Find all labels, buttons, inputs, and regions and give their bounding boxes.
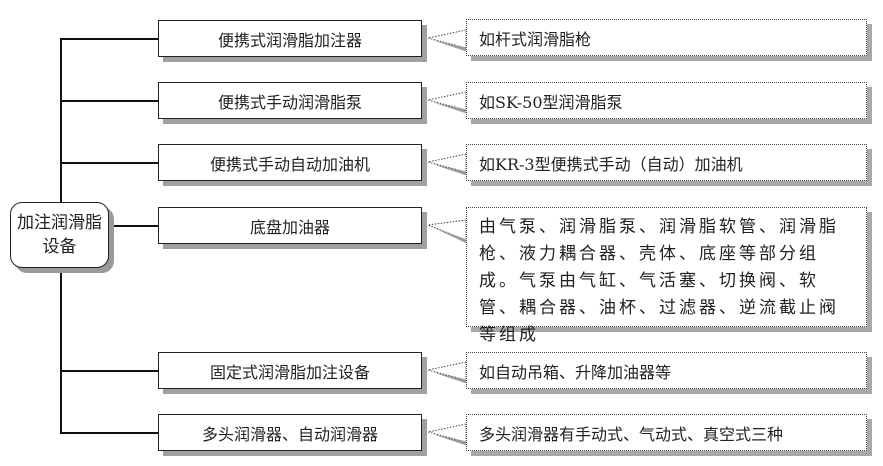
callout-note: 由气泵、润滑脂泵、润滑脂软管、润滑脂枪、液力耦合器、壳体、底座等部分组成。气泵由… [466, 207, 867, 345]
branch-label: 便携式手动润滑脂泵 [217, 92, 362, 112]
branch-connector [60, 100, 158, 102]
callout-note: 如杆式润滑脂枪 [466, 19, 867, 56]
branch-connector [109, 225, 158, 227]
branch-node: 底盘加油器 [158, 207, 422, 244]
note-text: 多头润滑器有手动式、气动式、真空式三种 [479, 424, 784, 444]
callout-note: 如KR-3型便携式手动（自动）加油机 [466, 144, 867, 181]
branch-connector [60, 38, 158, 40]
branch-label: 多头润滑器、自动润滑器 [201, 424, 378, 444]
note-text: 如自动吊箱、升降加油器等 [479, 362, 672, 382]
branch-node: 便携式润滑脂加注器 [158, 20, 422, 57]
branch-node: 便携式手动润滑脂泵 [158, 82, 422, 119]
root-node: 加注润滑脂设备 [10, 202, 109, 268]
branch-node: 固定式润滑脂加注设备 [158, 352, 422, 389]
branch-label: 便携式手动自动加油机 [209, 154, 370, 174]
callout-pointer [427, 91, 467, 111]
branch-label: 底盘加油器 [249, 217, 330, 237]
branch-node: 多头润滑器、自动润滑器 [158, 414, 422, 451]
branch-label: 便携式润滑脂加注器 [217, 30, 362, 50]
branch-connector [60, 370, 158, 372]
branch-node: 便携式手动自动加油机 [158, 144, 422, 181]
branch-connector [60, 432, 158, 434]
callout-note: 如自动吊箱、升降加油器等 [466, 352, 867, 389]
note-text: 如杆式润滑脂枪 [479, 29, 592, 49]
root-label: 加注润滑脂设备 [17, 213, 102, 257]
branch-label: 固定式润滑脂加注设备 [209, 362, 370, 382]
trunk-line [60, 38, 62, 202]
note-text: 如KR-3型便携式手动（自动）加油机 [479, 154, 743, 174]
callout-pointer [427, 423, 467, 443]
callout-pointer [427, 29, 467, 49]
branch-connector [60, 162, 158, 164]
callout-pointer [426, 219, 467, 241]
note-text: 如SK-50型润滑脂泵 [479, 92, 623, 112]
callout-pointer [427, 153, 467, 173]
callout-pointer [427, 361, 467, 381]
trunk-line-lower [60, 268, 62, 432]
callout-note: 如SK-50型润滑脂泵 [466, 82, 867, 119]
callout-note: 多头润滑器有手动式、气动式、真空式三种 [466, 414, 867, 451]
note-text: 由气泵、润滑脂泵、润滑脂软管、润滑脂枪、液力耦合器、壳体、底座等部分组成。气泵由… [479, 217, 839, 345]
